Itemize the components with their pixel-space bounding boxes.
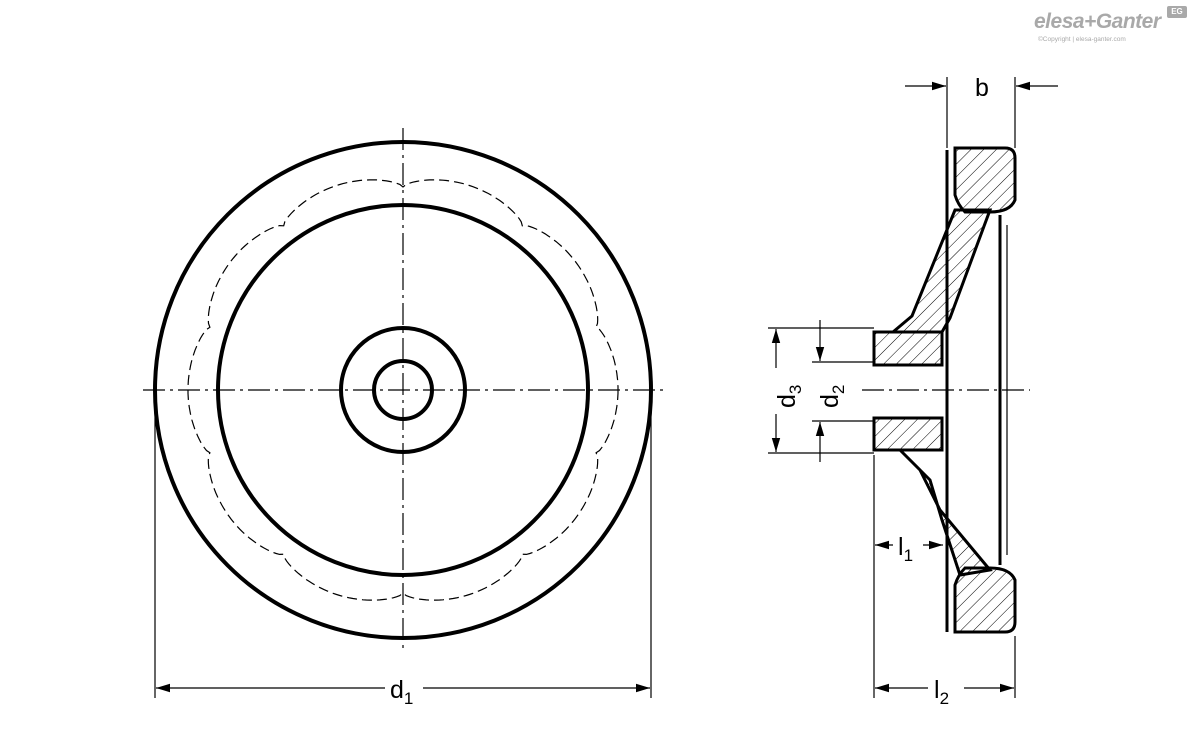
- brand-name: elesa+Ganter: [1034, 10, 1161, 33]
- spoke-section-top: [888, 208, 993, 334]
- hub-bore: [372, 359, 434, 421]
- dimension-d2: d2: [812, 320, 874, 462]
- hub-section-top: [872, 330, 944, 367]
- b-label: b: [975, 74, 989, 102]
- brand-badge: EG: [1167, 6, 1187, 18]
- dimension-l2: l2: [875, 636, 1016, 708]
- d3-label: d3: [773, 385, 805, 408]
- handwheel-rim-outer: [153, 140, 653, 640]
- d2-label: d2: [816, 385, 848, 408]
- handwheel-rim-inner: [216, 203, 590, 577]
- l1-label: l1: [898, 533, 913, 565]
- l2-label: l2: [934, 676, 949, 708]
- front-view: [143, 128, 664, 652]
- l2-label-gap: [928, 672, 964, 706]
- hidden-scallop-contour: [187, 179, 619, 601]
- side-section-view: [862, 146, 1030, 634]
- d3-label-gap: [764, 368, 790, 414]
- brand-copyright: ©Copyright | elesa-ganter.com: [1038, 36, 1126, 43]
- brand-logo: elesa+Ganter EG ©Copyright | elesa-gante…: [1034, 6, 1194, 46]
- hub-section-bottom: [872, 416, 944, 452]
- dimension-d1: d1: [154, 410, 652, 708]
- rim-section-bottom: [953, 566, 1017, 634]
- rim-section-top: [953, 146, 1017, 214]
- dimension-d3: d3: [764, 327, 874, 454]
- d1-label-gap: [385, 672, 423, 706]
- hub-outer: [339, 326, 467, 454]
- l1-label-gap: [893, 530, 923, 564]
- dimension-l1: l1: [873, 455, 943, 698]
- dimension-b: b: [905, 74, 1058, 148]
- d1-label: d1: [390, 676, 413, 708]
